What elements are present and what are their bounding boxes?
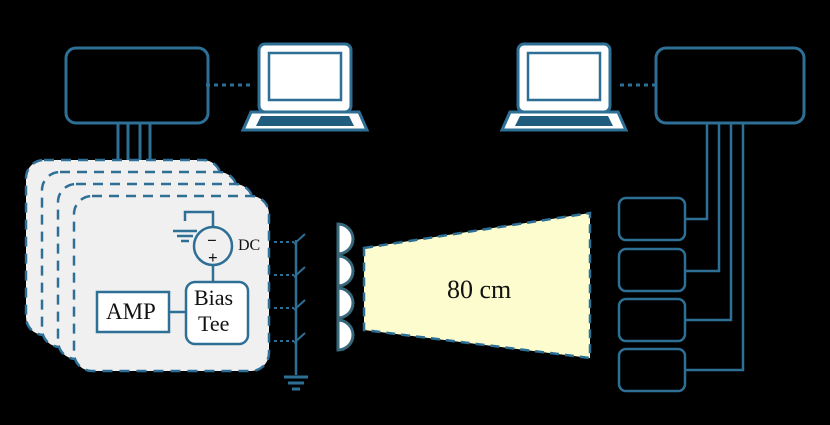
- dc-ground-symbol: [173, 229, 197, 243]
- left-laptop-keyboard: [256, 116, 354, 126]
- left-laptop[interactable]: [240, 42, 370, 132]
- antenna-element-4[interactable]: [336, 318, 355, 352]
- switch-4[interactable]: [274, 332, 306, 344]
- dc-minus-label: −: [207, 231, 217, 250]
- beam-distance-label: 80 cm: [447, 275, 512, 304]
- switch-2[interactable]: [274, 266, 306, 278]
- cable-to-receiver-4: [685, 123, 745, 372]
- receiver-box-3[interactable]: [617, 297, 687, 343]
- dc-source-circuit: [173, 210, 234, 282]
- switch-bus: [274, 233, 308, 391]
- receiver-box-4[interactable]: [617, 347, 687, 393]
- bias-tee-label-line1: Bias: [194, 285, 234, 310]
- antenna-element-1[interactable]: [336, 222, 355, 256]
- receiver-box-2[interactable]: [617, 247, 687, 293]
- beam-trapezoid: [362, 211, 592, 360]
- right-instrument-box[interactable]: [654, 46, 806, 125]
- dc-label: DC: [238, 237, 261, 254]
- switch-3[interactable]: [274, 299, 306, 311]
- antenna-element-2[interactable]: [336, 254, 355, 288]
- antenna-element-3[interactable]: [336, 286, 355, 320]
- cable-to-receiver-1: [685, 123, 709, 221]
- cable-to-receiver-3: [685, 123, 733, 322]
- left-laptop-screen: [267, 51, 343, 102]
- antenna-element-array: [336, 222, 355, 352]
- dc-top-wire: [183, 210, 215, 227]
- receiver-box-1[interactable]: [617, 196, 687, 242]
- cable-to-receiver-2: [685, 123, 721, 273]
- dc-plus-label: +: [208, 248, 218, 267]
- switch-bus-ground: [284, 375, 308, 391]
- switch-1[interactable]: [274, 233, 306, 245]
- bias-tee-box[interactable]: [184, 280, 250, 346]
- right-laptop-keyboard: [515, 116, 613, 126]
- left-instrument-box[interactable]: [64, 46, 210, 125]
- right-cable-bundle: [685, 123, 745, 372]
- right-laptop[interactable]: [499, 42, 629, 132]
- right-laptop-screen: [526, 51, 602, 102]
- amp-label: AMP: [106, 299, 156, 324]
- bias-tee-label-line2: Tee: [198, 311, 230, 336]
